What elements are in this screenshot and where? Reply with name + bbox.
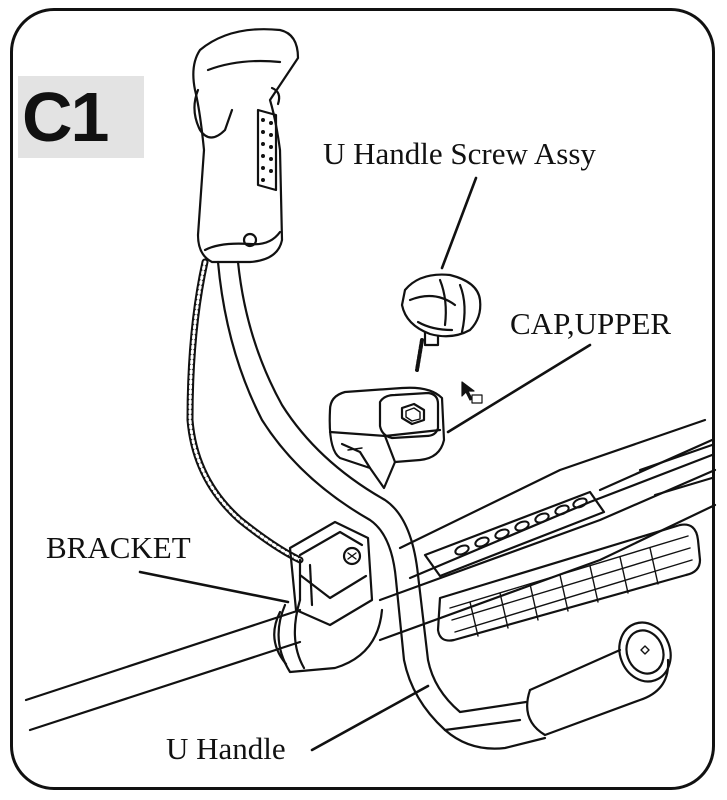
upper-cap (328, 386, 446, 490)
leader-screw (440, 176, 478, 270)
throttle-handle (192, 28, 300, 264)
engine-cover (398, 418, 714, 580)
mouse-cursor-icon (461, 381, 483, 404)
right-grip (526, 621, 672, 737)
screw-knob (400, 273, 482, 347)
step-badge: C1 (18, 76, 144, 158)
u-handle-tube (216, 260, 547, 750)
leader-u-handle (310, 684, 430, 752)
shaft-tube (24, 468, 717, 732)
throttle-grip-texture (261, 118, 273, 182)
label-u-handle-screw-assy: U Handle Screw Assy (323, 136, 596, 171)
leader-cap (446, 343, 592, 434)
throttle-cable (186, 258, 304, 564)
label-cap-upper: CAP,UPPER (510, 306, 672, 341)
screw-thread (415, 338, 424, 372)
label-bracket: BRACKET (46, 530, 191, 565)
engine-grille (436, 523, 702, 642)
vent-slots (454, 497, 588, 556)
leader-bracket (138, 570, 290, 604)
label-u-handle: U Handle (166, 731, 286, 766)
leader-lines (138, 176, 592, 752)
bracket-clamp (273, 520, 384, 674)
